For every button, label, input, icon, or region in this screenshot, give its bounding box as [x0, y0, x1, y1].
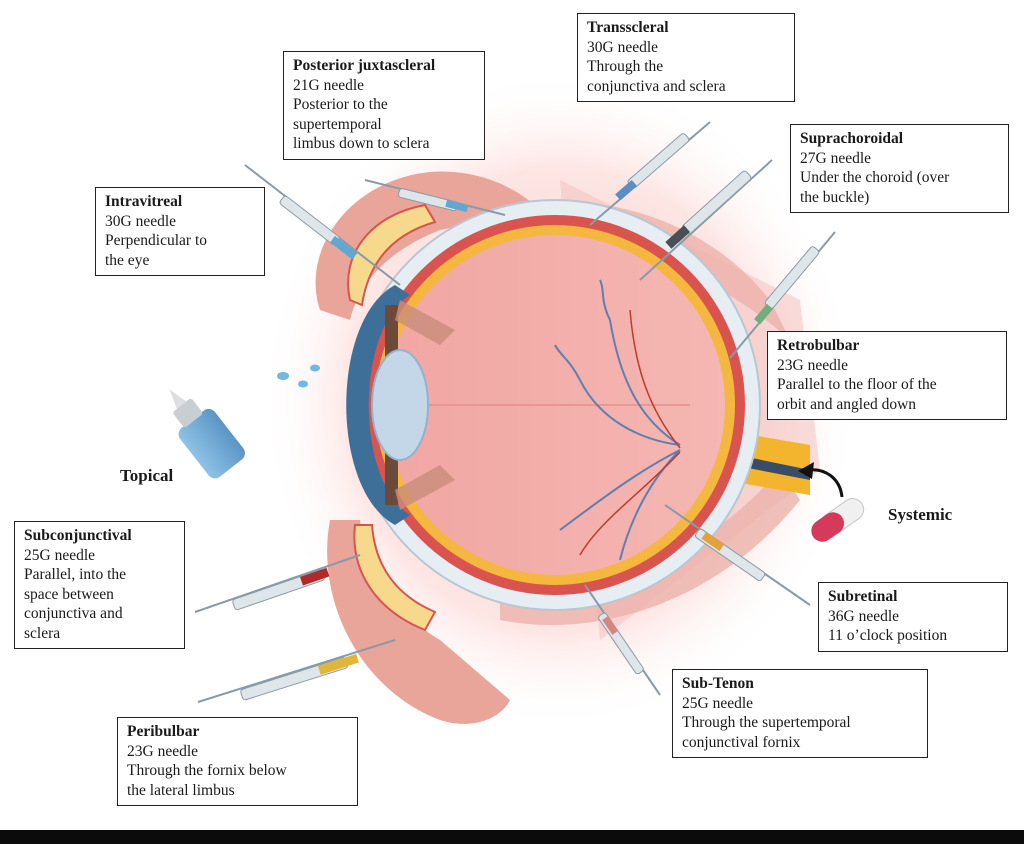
suprachoroidal-box: Suprachoroidal 27G needle Under the chor…: [790, 124, 1009, 213]
route-needle: 23G needle: [127, 742, 199, 760]
route-line: conjunctiva and: [24, 605, 123, 622]
sub-tenon-box: Sub-Tenon 25G needle Through the superte…: [672, 669, 928, 758]
route-line: Perpendicular to: [105, 232, 208, 249]
eye-drop-bottle-icon: [169, 364, 320, 479]
route-title: Transscleral: [587, 19, 669, 36]
ciliary-body-upper: [395, 300, 455, 345]
route-line: Through the supertemporal: [682, 714, 851, 731]
upper-eyelid: [315, 171, 540, 320]
route-title: Subconjunctival: [24, 527, 132, 544]
route-needle: 30G needle: [105, 212, 177, 230]
route-line: conjunctiva and sclera: [587, 77, 726, 95]
route-line: conjunctival fornix: [682, 733, 801, 751]
ciliary-body-lower: [395, 465, 455, 510]
lower-eyelid-tarsus: [353, 524, 437, 632]
route-needle: 25G needle: [24, 546, 96, 564]
route-line: the buckle): [800, 188, 870, 206]
subretinal-box: Subretinal 36G needle 11 o’clock positio…: [818, 582, 1008, 652]
route-line: 11 o’clock position: [828, 627, 948, 644]
route-needle: 27G needle: [800, 149, 872, 167]
route-line: orbit and angled down: [777, 395, 917, 413]
route-line: Parallel, into the: [24, 566, 127, 583]
route-title: Peribulbar: [127, 723, 200, 740]
peribulbar-box: Peribulbar 23G needle Through the fornix…: [117, 717, 358, 806]
retinal-vessels: [554, 279, 681, 561]
route-line: the eye: [105, 251, 150, 269]
route-title: Suprachoroidal: [800, 130, 904, 147]
route-line: Posterior to the: [293, 96, 388, 113]
route-title: Intravitreal: [105, 193, 183, 210]
route-line: Parallel to the floor of the: [777, 376, 937, 393]
systemic-label: Systemic: [888, 505, 953, 524]
route-line: Through the: [587, 58, 664, 75]
route-needle: 30G needle: [587, 38, 659, 56]
route-needle: 25G needle: [682, 694, 754, 712]
pill-capsule-icon: [811, 498, 865, 542]
bottom-black-bar: [0, 830, 1024, 844]
subconjunctival-box: Subconjunctival 25G needle Parallel, int…: [14, 521, 185, 649]
retinal-arteries: [579, 309, 681, 556]
route-line: Under the choroid (over: [800, 169, 950, 186]
syringe-icon: [194, 121, 836, 703]
route-needle: 36G needle: [828, 607, 900, 625]
route-line: Through the fornix below: [127, 762, 287, 779]
topical-label: Topical: [120, 466, 174, 485]
route-title: Posterior juxtascleral: [293, 57, 436, 74]
retrobulbar-box: Retrobulbar 23G needle Parallel to the f…: [767, 331, 1007, 420]
intravitreal-box: Intravitreal 30G needle Perpendicular to…: [95, 187, 265, 276]
route-line: the lateral limbus: [127, 781, 235, 799]
route-line: supertemporal: [293, 115, 382, 133]
route-needle: 21G needle: [293, 76, 365, 94]
route-title: Sub-Tenon: [682, 675, 754, 692]
transscleral-box: Transscleral 30G needle Through the conj…: [577, 13, 795, 102]
route-needle: 23G needle: [777, 356, 849, 374]
cornea: [346, 285, 410, 525]
route-line: sclera: [24, 624, 61, 642]
route-line: space between: [24, 585, 114, 603]
lens: [371, 349, 429, 461]
route-line: limbus down to sclera: [293, 135, 430, 152]
systemic-arrowhead: [798, 462, 814, 479]
route-title: Subretinal: [828, 588, 898, 605]
route-title: Retrobulbar: [777, 337, 860, 354]
posterior-juxtascleral-box: Posterior juxtascleral 21G needle Poster…: [283, 51, 485, 160]
